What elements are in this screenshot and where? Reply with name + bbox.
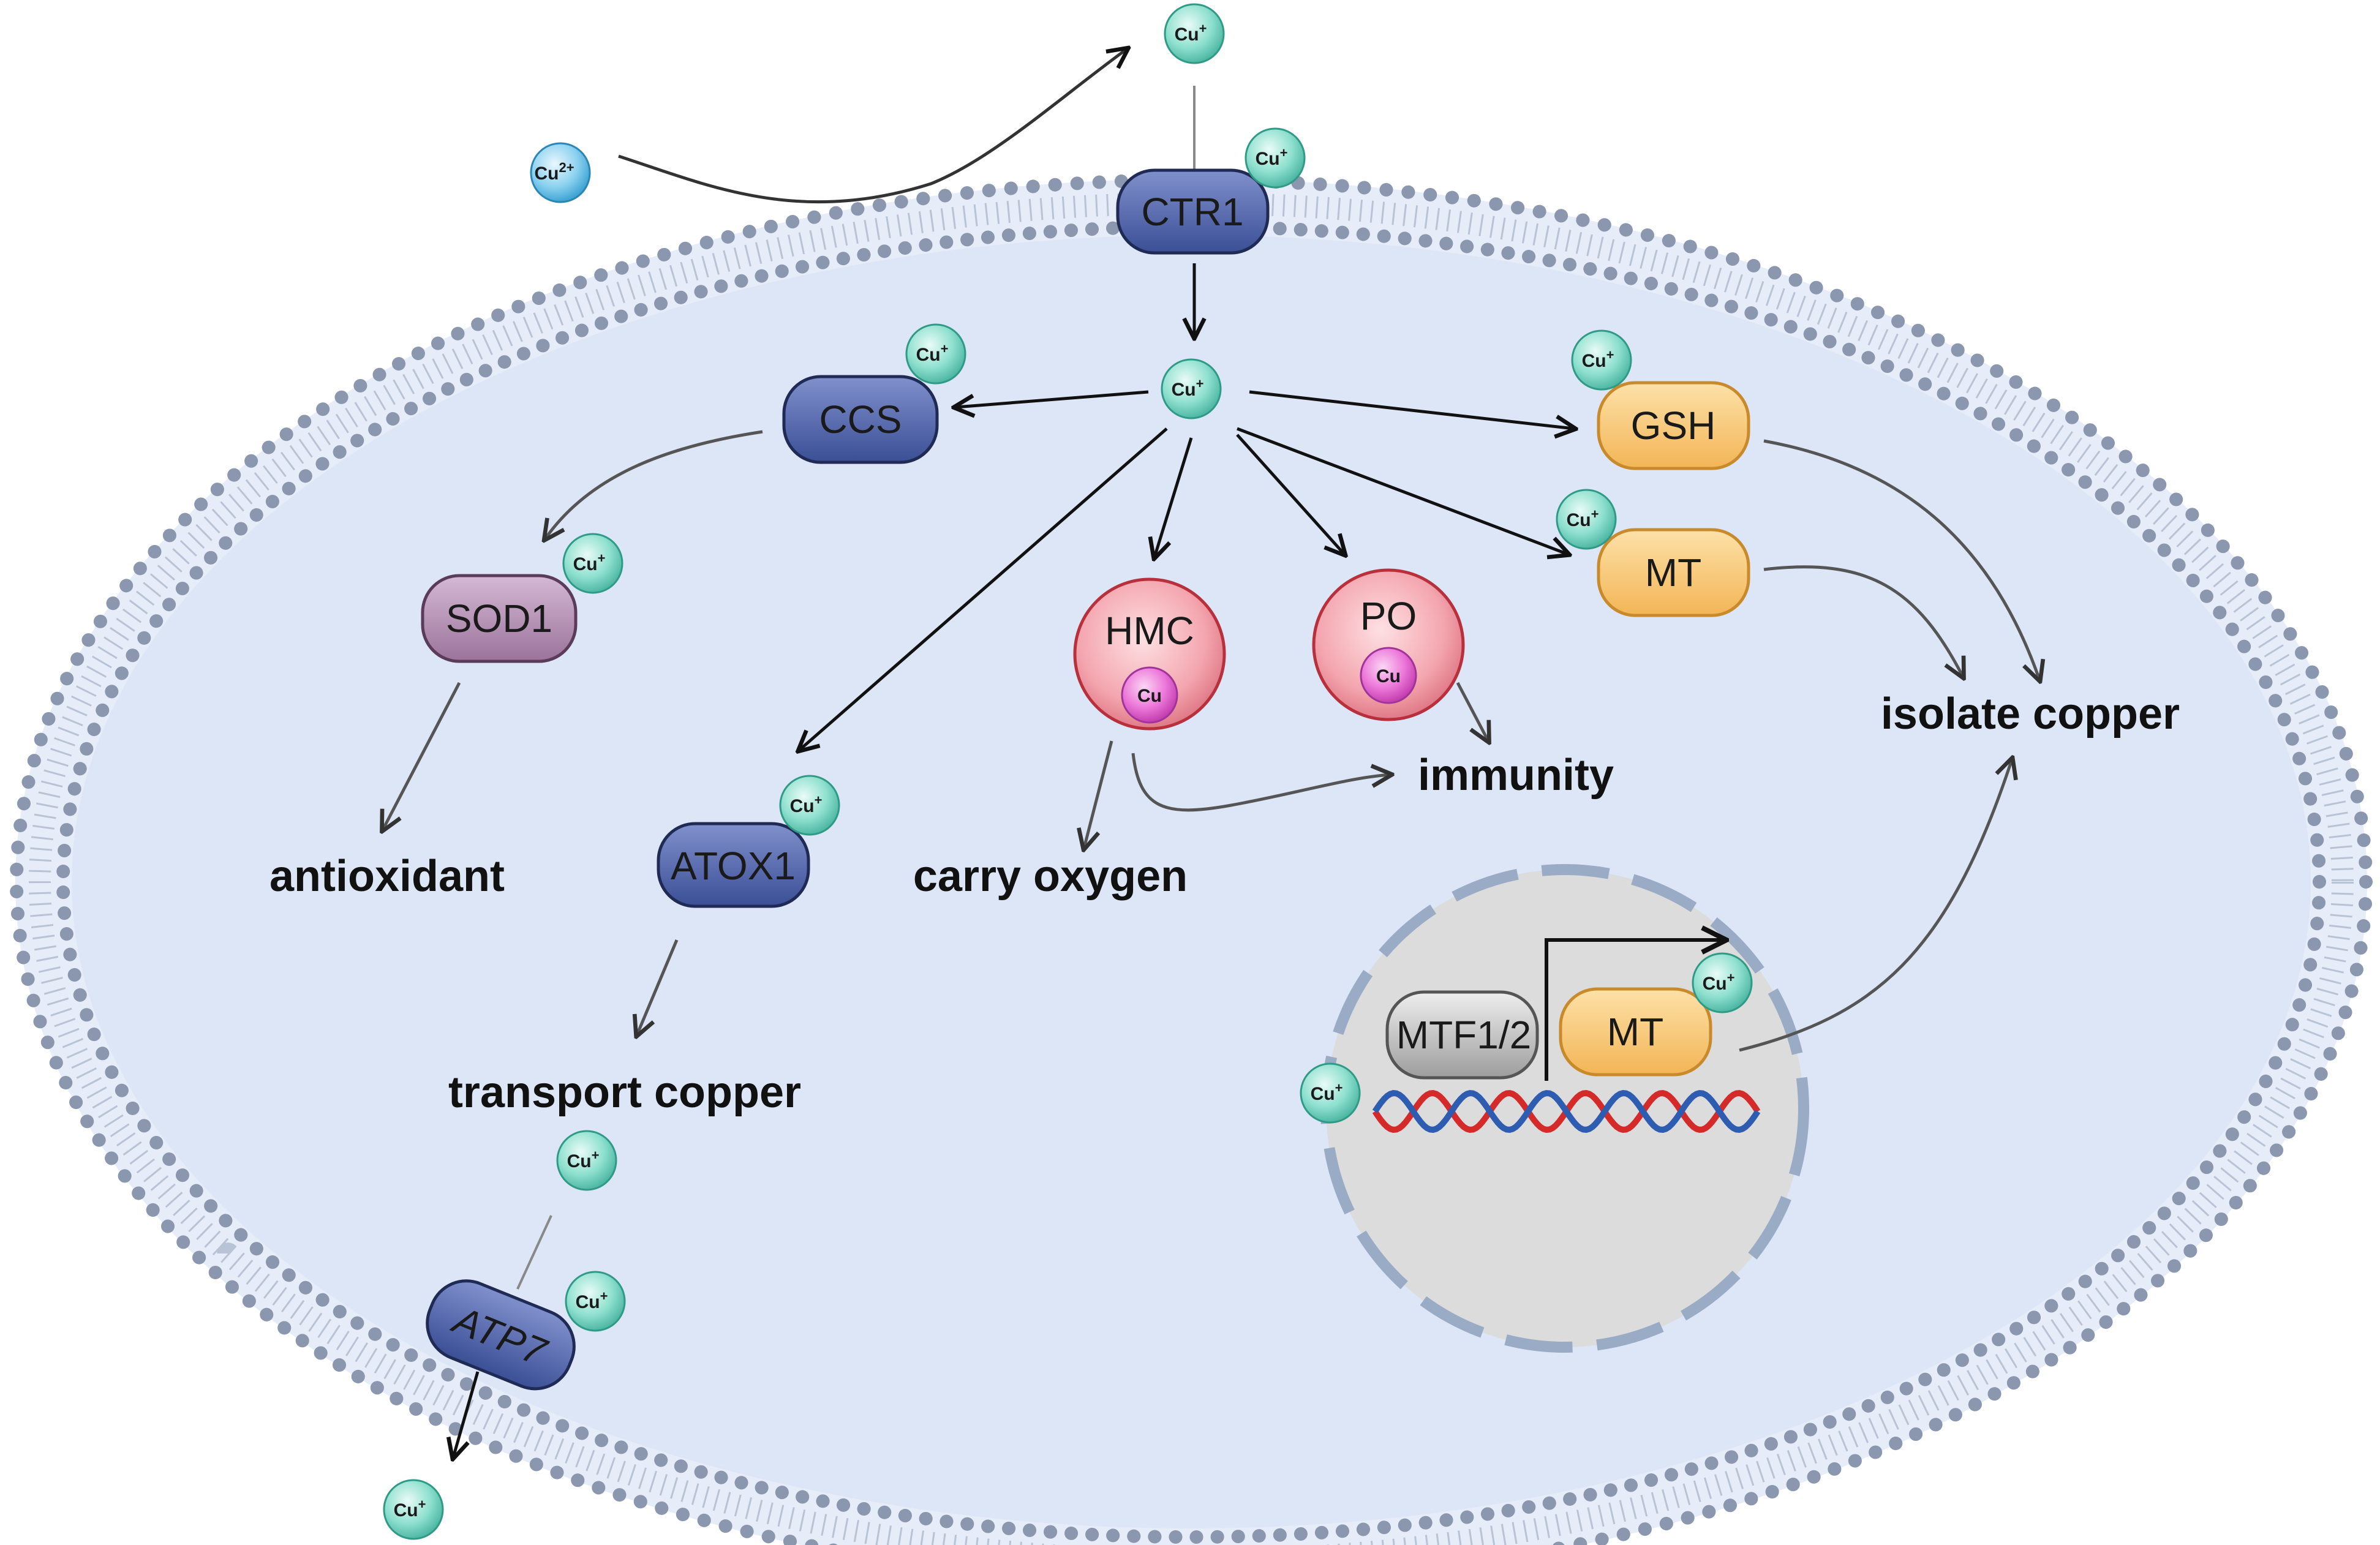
- arrow-cu-to-po: [1236, 434, 1344, 554]
- arrow-sod1-to-antioxidant: [383, 682, 461, 830]
- arrow-hmc-to-immunity: [1131, 753, 1390, 812]
- cu2-ion: Cu2+: [530, 142, 591, 203]
- hmc-cu-label: Cu: [1137, 686, 1162, 706]
- cu-ctr1-bound-label: Cu+: [1256, 145, 1288, 169]
- arrow-atp7-to-extracellular: [453, 1371, 480, 1457]
- cu-plus-ions: Cu+ Cu+ Cu+ Cu+ Cu+ Cu+ Cu+ Cu+ Cu+ Cu+ Cu+ Cu+ Cu+: [383, 3, 1753, 1540]
- cu-ccs-bound-ion: Cu+: [905, 323, 966, 385]
- cu-ccs-bound-label: Cu+: [916, 341, 949, 365]
- arrow-cu-to-gsh: [1249, 390, 1574, 429]
- arrow-cu-to-hmc: [1154, 437, 1193, 557]
- po-cu-label: Cu: [1376, 666, 1401, 686]
- cu-atp7-bound-label: Cu+: [576, 1288, 608, 1312]
- sod1-protein: SOD1: [421, 574, 578, 663]
- label-antioxidant: antioxidant: [269, 852, 505, 901]
- cu-cytoplasm-center-ion: Cu+: [1161, 358, 1222, 419]
- arrow-cu-to-mt: [1237, 427, 1568, 554]
- arrow-atox1-to-transport: [637, 939, 679, 1035]
- atox1-protein: ATOX1: [657, 822, 810, 908]
- transcription-arrow: [1545, 940, 1724, 1081]
- label-carry-oxygen: carry oxygen: [913, 852, 1188, 901]
- label-isolate-copper: isolate copper: [1881, 690, 2180, 739]
- membrane-tails: [29, 192, 2354, 1545]
- po-cu-metal: [1360, 647, 1417, 704]
- ccs-label: CCS: [819, 397, 902, 442]
- hmc-label: HMC: [1105, 609, 1194, 653]
- ccs-protein: CCS: [782, 375, 939, 464]
- cu-atox1-bound-ion: Cu+: [779, 775, 840, 836]
- hmc-cu-metal: [1121, 666, 1178, 724]
- dna-strand-blue: [1372, 1090, 1761, 1133]
- mt-label: MT: [1645, 551, 1701, 595]
- arrow-cu-to-atox1: [799, 427, 1168, 750]
- cu-gsh-bound-ion: Cu+: [1571, 329, 1632, 391]
- cu-cytoplasm-center-label: Cu+: [1172, 376, 1204, 400]
- ctr1-label: CTR1: [1141, 190, 1243, 234]
- label-transport-copper: transport copper: [448, 1068, 801, 1117]
- cu-sod1-bound-label: Cu+: [573, 551, 606, 574]
- cu-nucleus-free-ion: Cu+: [1300, 1062, 1361, 1124]
- arrow-po-to-immunity: [1456, 682, 1488, 741]
- cu-transport-label: Cu+: [567, 1148, 600, 1171]
- connectors: [383, 49, 2039, 1457]
- cu-extracellular-top-ion: Cu+: [1164, 3, 1225, 64]
- cu-nucleus-mt-bound-ion: Cu+: [1692, 952, 1753, 1013]
- cu-ctr1-bound-ion: Cu+: [1245, 127, 1306, 189]
- atox1-label: ATOX1: [671, 844, 796, 888]
- mtf-label: MTF1/2: [1396, 1013, 1531, 1057]
- ctr1-protein: CTR1: [1116, 168, 1270, 255]
- dna-helix: [1372, 1090, 1761, 1133]
- mt-nucleus-protein: MT: [1559, 987, 1712, 1077]
- arrow-cu2-to-extracellular-cu: [618, 49, 1127, 204]
- gsh-protein: GSH: [1597, 381, 1750, 470]
- arrow-nuclear-mt-to-isolate: [1739, 759, 2012, 1052]
- arrow-cu-to-ccs: [955, 390, 1149, 407]
- arrow-gsh-to-isolate: [1763, 439, 2039, 680]
- arrow-ccs-to-sod1: [545, 430, 763, 539]
- cu-sod1-bound-ion: Cu+: [562, 533, 623, 594]
- gsh-label: GSH: [1631, 404, 1716, 448]
- cu-mt-bound-ion: Cu+: [1556, 489, 1617, 550]
- cu2-ion-label: Cu2+: [534, 160, 574, 184]
- mt-nucleus-label: MT: [1607, 1010, 1663, 1054]
- cu-atp7-bound-ion: Cu+: [565, 1271, 626, 1332]
- line-atp7-to-cu: [516, 1215, 552, 1290]
- cu-extracellular-bottom-ion: Cu+: [383, 1479, 444, 1540]
- cu-mt-bound-label: Cu+: [1567, 506, 1599, 530]
- cu-nucleus-free-label: Cu+: [1311, 1080, 1343, 1104]
- cu-transport-ion: Cu+: [556, 1130, 617, 1191]
- cu-gsh-bound-label: Cu+: [1582, 347, 1614, 371]
- sod1-label: SOD1: [446, 596, 552, 641]
- arrow-hmc-to-carry-oxygen: [1084, 740, 1113, 848]
- label-immunity: immunity: [1418, 751, 1614, 800]
- mt-protein: MT: [1597, 528, 1750, 617]
- cu-nucleus-mt-bound-label: Cu+: [1703, 970, 1735, 994]
- cu-atox1-bound-label: Cu+: [790, 792, 823, 816]
- hmc-protein: HMC Cu: [1073, 577, 1226, 731]
- po-protein: PO Cu: [1312, 568, 1465, 721]
- atp7-protein: ATP7: [426, 1279, 576, 1391]
- cu-extracellular-top-label: Cu+: [1175, 21, 1207, 45]
- cu-extracellular-bottom-label: Cu+: [394, 1497, 426, 1521]
- po-label: PO: [1360, 594, 1417, 638]
- arrow-mt-to-isolate: [1763, 565, 1963, 677]
- mtf-protein: MTF1/2: [1385, 990, 1539, 1080]
